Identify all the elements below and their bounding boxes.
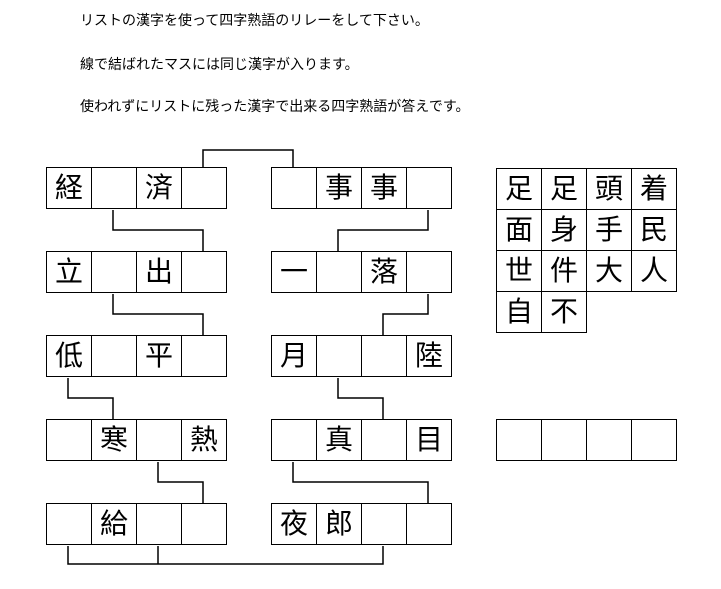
left-row-5: 給 xyxy=(46,503,227,545)
grid-cell[interactable]: 寒 xyxy=(91,419,137,461)
instruction-line-1: リストの漢字を使って四字熟語のリレーをして下さい。 xyxy=(80,13,429,29)
grid-cell[interactable]: 給 xyxy=(91,503,137,545)
left-row-2: 立 出 xyxy=(46,251,227,293)
kanji-list-cell: 自 xyxy=(496,291,542,333)
instruction-line-2: 線で結ばれたマスには同じ漢字が入ります。 xyxy=(80,57,359,73)
answer-cell[interactable] xyxy=(586,419,632,461)
kanji-list-cell: 大 xyxy=(586,250,632,292)
grid-cell[interactable] xyxy=(316,335,362,377)
left-row-1: 経 済 xyxy=(46,167,227,209)
kanji-list: 足 足 頭 着 面 身 手 民 世 件 大 人 自 不 xyxy=(496,168,677,333)
grid-cell[interactable]: 月 xyxy=(271,335,317,377)
kanji-list-cell: 手 xyxy=(586,209,632,251)
kanji-list-cell: 身 xyxy=(541,209,587,251)
grid-cell[interactable] xyxy=(181,167,227,209)
kanji-list-cell: 足 xyxy=(541,168,587,210)
kanji-list-cell: 頭 xyxy=(586,168,632,210)
grid-cell[interactable] xyxy=(361,503,407,545)
right-row-1: 事 事 xyxy=(271,167,452,209)
grid-cell[interactable]: 真 xyxy=(316,419,362,461)
grid-cell[interactable] xyxy=(91,335,137,377)
grid-cell[interactable]: 郎 xyxy=(316,503,362,545)
grid-cell[interactable]: 出 xyxy=(136,251,182,293)
grid-cell[interactable]: 目 xyxy=(406,419,452,461)
right-row-5: 夜 郎 xyxy=(271,503,452,545)
grid-cell[interactable]: 立 xyxy=(46,251,92,293)
grid-cell[interactable]: 低 xyxy=(46,335,92,377)
answer-cell[interactable] xyxy=(496,419,542,461)
grid-cell[interactable] xyxy=(181,251,227,293)
grid-cell[interactable] xyxy=(406,167,452,209)
left-row-3: 低 平 xyxy=(46,335,227,377)
kanji-list-cell: 足 xyxy=(496,168,542,210)
right-row-3: 月 陸 xyxy=(271,335,452,377)
kanji-list-cell: 世 xyxy=(496,250,542,292)
grid-cell[interactable] xyxy=(361,335,407,377)
grid-cell[interactable]: 陸 xyxy=(406,335,452,377)
grid-cell[interactable]: 事 xyxy=(361,167,407,209)
grid-cell[interactable]: 落 xyxy=(361,251,407,293)
grid-cell[interactable]: 平 xyxy=(136,335,182,377)
grid-cell[interactable]: 済 xyxy=(136,167,182,209)
grid-cell[interactable]: 経 xyxy=(46,167,92,209)
grid-cell[interactable] xyxy=(136,419,182,461)
grid-cell[interactable]: 事 xyxy=(316,167,362,209)
grid-cell[interactable] xyxy=(361,419,407,461)
grid-cell[interactable] xyxy=(181,503,227,545)
grid-cell[interactable] xyxy=(136,503,182,545)
grid-cell[interactable] xyxy=(271,167,317,209)
grid-cell[interactable] xyxy=(46,419,92,461)
kanji-list-cell: 不 xyxy=(541,291,587,333)
grid-cell[interactable] xyxy=(406,503,452,545)
answer-cell[interactable] xyxy=(631,419,677,461)
kanji-list-cell: 民 xyxy=(631,209,677,251)
grid-cell[interactable] xyxy=(316,251,362,293)
right-row-2: 一 落 xyxy=(271,251,452,293)
right-row-4: 真 目 xyxy=(271,419,452,461)
left-row-4: 寒 熱 xyxy=(46,419,227,461)
answer-row xyxy=(496,419,677,461)
kanji-list-cell: 着 xyxy=(631,168,677,210)
grid-cell[interactable] xyxy=(271,419,317,461)
grid-cell[interactable]: 一 xyxy=(271,251,317,293)
grid-cell[interactable]: 熱 xyxy=(181,419,227,461)
instruction-line-3: 使われずにリストに残った漢字で出来る四字熟語が答えです。 xyxy=(80,99,470,115)
grid-cell[interactable] xyxy=(91,251,137,293)
kanji-list-cell: 人 xyxy=(631,250,677,292)
grid-cell[interactable] xyxy=(406,251,452,293)
answer-cell[interactable] xyxy=(541,419,587,461)
grid-cell[interactable] xyxy=(46,503,92,545)
grid-cell[interactable] xyxy=(181,335,227,377)
grid-cell[interactable]: 夜 xyxy=(271,503,317,545)
kanji-list-cell: 件 xyxy=(541,250,587,292)
grid-cell[interactable] xyxy=(91,167,137,209)
kanji-list-cell: 面 xyxy=(496,209,542,251)
